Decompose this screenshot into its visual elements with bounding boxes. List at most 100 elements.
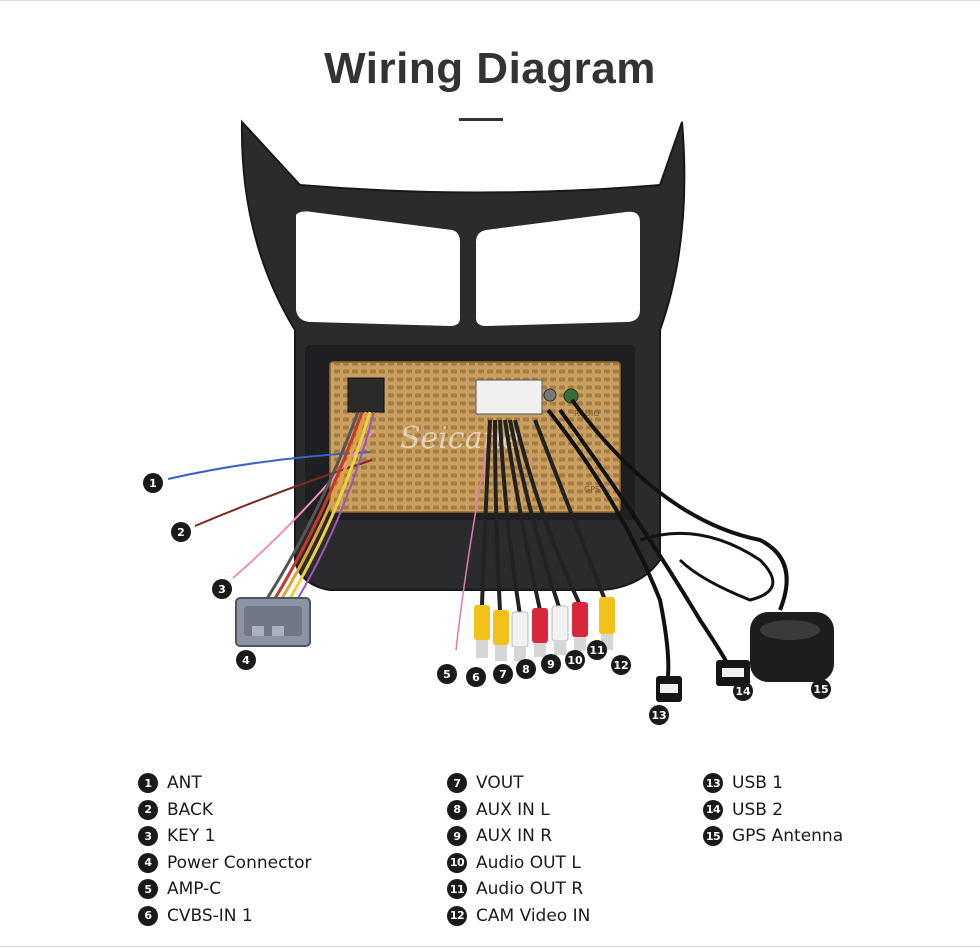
legend-column-1: 1 ANT 2 BACK 3 KEY 1 4 Power Connector 5 AMP-…: [138, 770, 311, 929]
rca-plug-audio-out-r: [572, 602, 588, 651]
callout-13: 13: [649, 705, 669, 725]
callout-number: 5: [443, 668, 451, 681]
usb-2-connector: [716, 660, 750, 686]
callout-12: 12: [611, 655, 631, 675]
legend-item-ant: 1 ANT: [138, 770, 311, 797]
top-divider: [0, 0, 980, 1]
callout-number: 4: [242, 654, 250, 667]
legend-label: AUX IN L: [476, 799, 550, 820]
callout-2: 2: [171, 522, 191, 542]
radio-marking: RADIO: [574, 409, 600, 418]
callout-number: 6: [472, 671, 480, 684]
callout-number: 10: [567, 654, 583, 667]
rca-plug-aux-in-l: [511, 611, 529, 661]
callout-9: 9: [541, 654, 561, 674]
legend-item-key-1: 3 KEY 1: [138, 823, 311, 850]
gps-antenna-puck: [750, 612, 834, 682]
number-badge: 7: [447, 773, 467, 794]
legend-label: AMP-C: [167, 879, 222, 900]
legend-item-vout: 7 VOUT: [447, 770, 590, 797]
number-badge: 12: [447, 905, 467, 926]
number-badge: 14: [703, 799, 723, 820]
callout-number: 14: [735, 685, 751, 698]
legend-item-audio-out-r: 11 Audio OUT R: [447, 876, 590, 903]
legend-label: USB 1: [732, 773, 784, 794]
vent-opening-left: [296, 211, 460, 326]
callout-number: 2: [177, 526, 185, 539]
legend-item-back: 2 BACK: [138, 797, 311, 824]
callout-number: 1: [149, 477, 157, 490]
callout-number: 9: [547, 658, 555, 671]
rca-plug-aux-in-r: [532, 608, 548, 657]
callout-number: 13: [651, 709, 666, 722]
legend-item-usb-2: 14 USB 2: [703, 797, 843, 824]
legend-label: AUX IN R: [476, 826, 553, 847]
bottom-divider: [0, 946, 980, 947]
gps-marking: GPS: [584, 485, 600, 494]
number-badge: 6: [138, 905, 158, 926]
main-harness-socket: [475, 379, 543, 415]
callout-5: 5: [437, 664, 457, 684]
callout-number: 3: [218, 583, 226, 596]
number-badge: 3: [138, 826, 158, 847]
legend-label: Power Connector: [167, 852, 312, 873]
callout-10: 10: [565, 650, 585, 670]
callout-1: 1: [143, 473, 163, 493]
legend-item-gps-antenna: 15 GPS Antenna: [703, 823, 843, 850]
page-title: Wiring Diagram: [324, 44, 656, 93]
legend-label: ANT: [167, 773, 202, 794]
number-badge: 1: [138, 773, 158, 794]
amp-wire: [455, 429, 491, 651]
legend-column-3: 13 USB 1 14 USB 2 15 GPS Antenna: [703, 770, 843, 850]
number-badge: 10: [447, 852, 467, 873]
callout-7: 7: [493, 664, 513, 684]
rca-cable-group: [480, 419, 607, 616]
power-socket: [347, 377, 385, 413]
legend-item-audio-out-l: 10 Audio OUT L: [447, 850, 590, 877]
legend-item-aux-in-l: 8 AUX IN L: [447, 797, 590, 824]
callout-15: 15: [811, 679, 831, 699]
legend-item-power-connector: 4 Power Connector: [138, 850, 311, 877]
vent-opening-right: [476, 211, 640, 326]
legend-label: BACK: [167, 799, 214, 820]
legend-label: VOUT: [476, 773, 524, 794]
number-badge: 5: [138, 879, 158, 900]
legend-item-usb-1: 13 USB 1: [703, 770, 843, 797]
radio-antenna-socket: [543, 388, 557, 402]
rca-plug-audio-out-l: [551, 605, 569, 655]
number-badge: 8: [447, 799, 467, 820]
number-badge: 4: [138, 852, 158, 873]
legend-item-cam-video-in: 12 CAM Video IN: [447, 903, 590, 930]
number-badge: 11: [447, 879, 467, 900]
callout-14: 14: [733, 681, 753, 701]
legend-label: CAM Video IN: [476, 905, 591, 926]
callout-8: 8: [516, 659, 536, 679]
ant-wire: [167, 451, 371, 480]
number-badge: 15: [703, 826, 723, 847]
legend-label: Audio OUT L: [476, 852, 581, 873]
callout-3: 3: [212, 579, 232, 599]
number-badge: 2: [138, 799, 158, 820]
legend-label: GPS Antenna: [732, 826, 844, 847]
power-connector-plug: [235, 597, 311, 647]
title-underline: [459, 118, 503, 121]
callout-4: 4: [236, 650, 256, 670]
callout-number: 11: [589, 644, 604, 657]
legend-label: USB 2: [732, 799, 784, 820]
callout-11: 11: [587, 640, 607, 660]
number-badge: 13: [703, 773, 723, 794]
usb-1-connector: [656, 676, 682, 702]
callout-6: 6: [466, 667, 486, 687]
legend-label: Audio OUT R: [476, 879, 584, 900]
rca-plug-cvbs-in-1: [474, 605, 490, 658]
legend-label: KEY 1: [167, 826, 216, 847]
callout-number: 12: [613, 659, 628, 672]
callout-number: 7: [499, 668, 507, 681]
legend-item-amp-c: 5 AMP-C: [138, 876, 311, 903]
callout-number: 8: [522, 663, 530, 676]
rca-plug-vout: [493, 610, 509, 661]
